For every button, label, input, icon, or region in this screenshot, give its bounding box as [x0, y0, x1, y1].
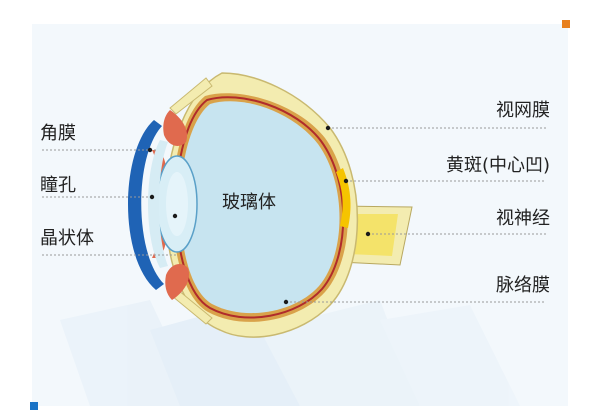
anterior-chamber: [148, 140, 168, 268]
pointer-dots: [147, 125, 371, 305]
dot-retina: [325, 125, 331, 131]
macula: [336, 168, 351, 228]
label-vitreous: 玻璃体: [222, 192, 276, 213]
dot-pupil: [149, 194, 155, 200]
leader-lines: [42, 127, 546, 303]
label-cornea: 角膜: [40, 123, 76, 144]
label-pupil: 瞳孔: [40, 175, 76, 196]
label-choroid: 脉络膜: [496, 275, 550, 296]
blue-corner-accent: [30, 402, 38, 410]
ciliary-body-lower: [165, 264, 190, 300]
sclera-upper-flange: [169, 77, 213, 115]
dot-optic-nerve: [365, 231, 371, 237]
lens-nucleus: [166, 172, 188, 236]
optic-nerve: [348, 214, 398, 256]
vitreous-body: [180, 101, 340, 314]
label-optic-nerve: 视神经: [496, 208, 550, 229]
label-lens: 晶状体: [40, 228, 94, 249]
orange-corner-accent: [562, 20, 570, 28]
dot-macula: [343, 178, 349, 184]
label-macula: 黄斑(中心凹): [445, 155, 550, 176]
dot-lens: [172, 213, 178, 219]
dot-choroid: [283, 299, 289, 305]
ciliary-body-upper: [163, 110, 188, 146]
cornea: [128, 120, 164, 290]
label-retina: 视网膜: [496, 100, 550, 121]
dot-cornea: [147, 147, 153, 153]
